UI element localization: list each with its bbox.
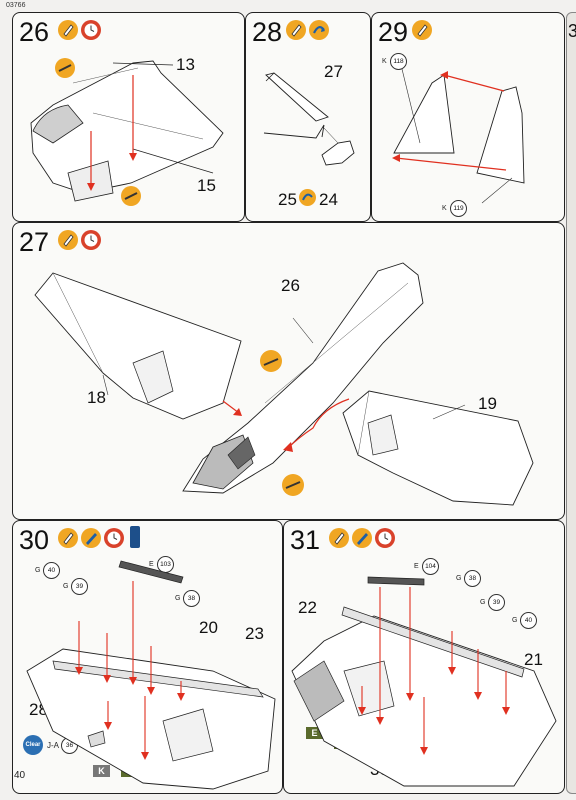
- glue-icon: [329, 528, 349, 548]
- clock-icon: [104, 528, 124, 548]
- glue-icon: [58, 528, 78, 548]
- part-ref-103: 103: [157, 556, 174, 573]
- part-ref-prefix: G: [512, 617, 518, 624]
- part-ref-39: 39: [488, 594, 505, 611]
- part-ref-104: 104: [422, 558, 439, 575]
- step-31-wing-drawing: [291, 576, 557, 787]
- part-ref-prefix: G: [456, 575, 462, 582]
- part-ref-prefix: K: [382, 58, 387, 65]
- fold-icon: [309, 20, 329, 40]
- part-label-18: 18: [87, 388, 106, 407]
- step-number: 29: [378, 17, 409, 47]
- glue-icon: [412, 20, 432, 40]
- part-label-27: 27: [324, 62, 343, 81]
- step-number: 31: [290, 525, 321, 555]
- clear-part-prefix: J-A: [47, 741, 59, 750]
- step-28-part-drawing: [263, 72, 355, 166]
- step-29-tail-drawing: [392, 68, 525, 204]
- clear-paint-badge: Clear: [23, 735, 43, 755]
- part-ref-119: 119: [450, 200, 467, 217]
- step-26-panel: 26 13 15: [12, 12, 245, 222]
- paint-bottle-icon: [130, 526, 140, 548]
- page-number: 40: [14, 770, 26, 781]
- part-ref-prefix: E: [149, 561, 154, 568]
- part-ref-prefix: K: [442, 205, 447, 212]
- part-ref-prefix: E: [414, 563, 419, 570]
- step-number: 26: [19, 17, 50, 47]
- part-ref-40: 40: [520, 612, 537, 629]
- part-ref-prefix: G: [480, 599, 486, 606]
- step-30-wing-drawing: [26, 560, 276, 790]
- paint-icon: [352, 528, 372, 548]
- step-number: 28: [252, 17, 283, 47]
- part-label-26: 26: [281, 276, 300, 295]
- clock-icon: [81, 230, 101, 250]
- part-label-22: 22: [298, 598, 317, 617]
- glue-icon: [286, 20, 306, 40]
- part-label-23: 23: [245, 624, 264, 643]
- glue-icon: [58, 20, 78, 40]
- document-code: 03766: [6, 2, 26, 9]
- part-ref-39: 39: [71, 578, 88, 595]
- part-label-20: 20: [199, 618, 218, 637]
- fold-icon: [299, 189, 316, 206]
- part-ref-prefix: G: [175, 595, 181, 602]
- step-29-panel: 29 K 118 K 119: [371, 12, 565, 222]
- part-label-24: 24: [319, 190, 338, 209]
- step-number: 27: [19, 227, 50, 257]
- part-label-13: 13: [176, 55, 195, 74]
- step-30-panel: 30 E 103 G 40 G 39 G 38 20 23 28 Clear J…: [12, 520, 283, 794]
- part-label-19: 19: [478, 394, 497, 413]
- clock-icon: [375, 528, 395, 548]
- next-page-edge: [566, 12, 576, 794]
- part-ref-38: 38: [183, 590, 200, 607]
- paint-icon: [81, 528, 101, 548]
- part-ref-prefix: G: [63, 583, 69, 590]
- part-label-21: 21: [524, 650, 543, 669]
- part-ref-118: 118: [390, 53, 407, 70]
- next-page-step-number: 3: [568, 21, 576, 41]
- part-label-25: 25: [278, 190, 297, 209]
- step-26-fuselage-drawing: [30, 58, 224, 206]
- part-ref-prefix: G: [35, 567, 41, 574]
- clock-icon: [81, 20, 101, 40]
- decal-flag: K: [93, 765, 110, 777]
- part-ref-38: 38: [464, 570, 481, 587]
- step-27-panel: 27 26 18 19: [12, 222, 565, 520]
- part-label-15: 15: [197, 176, 216, 195]
- step-number: 30: [19, 525, 50, 555]
- part-ref-40: 40: [43, 562, 60, 579]
- glue-icon: [58, 230, 78, 250]
- step-27-wing-fuselage-drawing: [34, 262, 534, 506]
- step-28-panel: 28 27 25 24: [245, 12, 371, 222]
- step-31-panel: 31 E 104 G 38 G 39 G 40 22 21 30 E E: [283, 520, 565, 794]
